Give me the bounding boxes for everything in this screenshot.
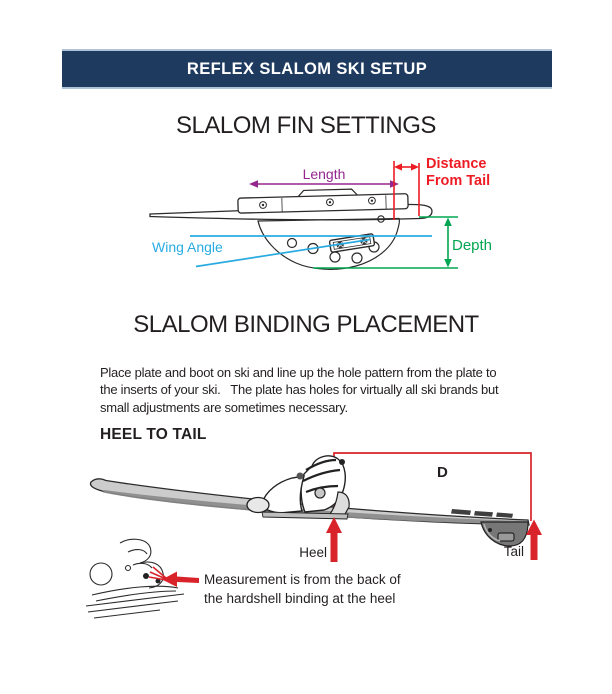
binding-heel-detail-sketch [85,538,185,619]
paragraph-line: small adjustments are sometimes necessar… [100,399,348,415]
binding-paragraph: Place plate and boot on ski and line up … [100,364,499,416]
tail-plate [451,509,513,518]
binding-section-heading: SLALOM BINDING PLACEMENT [133,311,479,338]
distance-label-line2: From Tail [426,173,490,189]
fin-block [237,188,409,214]
distance-from-tail-dimension: Distance From Tail [393,156,490,220]
wing-angle-lines: Wing Angle [152,235,432,268]
heel-arrow [326,517,342,562]
wing-angle-label: Wing Angle [152,239,223,255]
paragraph-line: the inserts of your ski. The plate has h… [100,382,499,398]
fin-block-screws [259,196,376,209]
distance-label-line1: Distance [426,156,486,172]
depth-dimension: Depth [313,216,492,269]
tail-label: Tail [504,544,524,559]
detail-red-pointer [148,566,199,587]
tail-fin [480,521,529,547]
fin-section-heading: SLALOM FIN SETTINGS [176,112,436,139]
page-title: REFLEX SLALOM SKI SETUP [186,59,428,78]
header-bar: REFLEX SLALOM SKI SETUP [62,49,552,89]
depth-label: Depth [452,237,492,254]
length-dimension: Length [249,166,399,188]
heel-label: Heel [299,545,327,560]
heel-to-tail-subheading: HEEL TO TAIL [100,426,207,443]
d-label: D [437,464,448,481]
length-label: Length [303,166,346,182]
fin-outline [257,217,400,270]
paragraph-line: Place plate and boot on ski and line up … [100,365,497,380]
note-line: the hardshell binding at the heel [204,591,395,606]
ski-bottom-shade [103,490,529,525]
note-arrow [162,571,199,587]
hardshell-binding [246,455,350,520]
tail-arrow [526,519,542,560]
note-line: Measurement is from the back of [204,572,401,587]
